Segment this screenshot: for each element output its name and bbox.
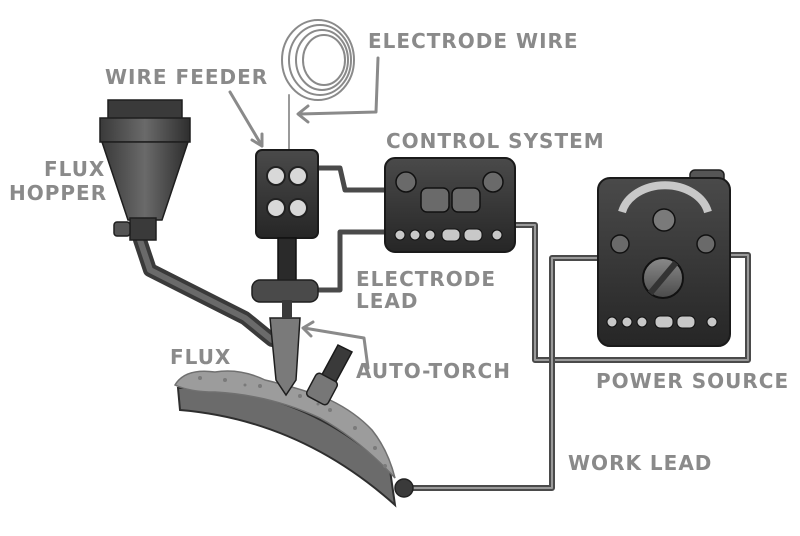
label-auto-torch: AUTO-TORCH [356, 359, 511, 383]
labels: ELECTRODE WIRE WIRE FEEDER CONTROL SYSTE… [9, 29, 789, 475]
wire-feeder-arrow [228, 90, 264, 148]
electrode-lead-connector [251, 279, 319, 303]
label-wire-feeder: WIRE FEEDER [105, 65, 268, 89]
electrode-lead-cable [315, 229, 388, 293]
work-lead-clamp [394, 478, 414, 498]
electrode-wire-coil [281, 19, 355, 101]
label-flux-hopper-line1: FLUX [44, 157, 105, 181]
label-control-system: CONTROL SYSTEM [386, 129, 605, 153]
wire-feeder [255, 149, 319, 239]
label-electrode-lead-line1: ELECTRODE [356, 267, 496, 291]
cables [133, 94, 751, 491]
label-power-source: POWER SOURCE [596, 369, 789, 393]
pointer-arrows [228, 56, 380, 370]
auto-torch [251, 237, 354, 406]
control-system [384, 157, 516, 253]
power-source [597, 169, 731, 347]
label-work-lead: WORK LEAD [568, 451, 712, 475]
electrode-wire-arrow [298, 56, 380, 116]
feeder-control-cable [309, 165, 388, 193]
flux-hopper [99, 99, 191, 241]
label-electrode-wire: ELECTRODE WIRE [368, 29, 579, 53]
auto-torch-arrow [302, 326, 370, 370]
power-meter-arc [618, 181, 712, 214]
workpiece [173, 370, 414, 508]
label-flux-hopper-line2: HOPPER [9, 181, 107, 205]
label-electrode-lead-line2: LEAD [356, 289, 419, 313]
label-flux: FLUX [170, 345, 231, 369]
